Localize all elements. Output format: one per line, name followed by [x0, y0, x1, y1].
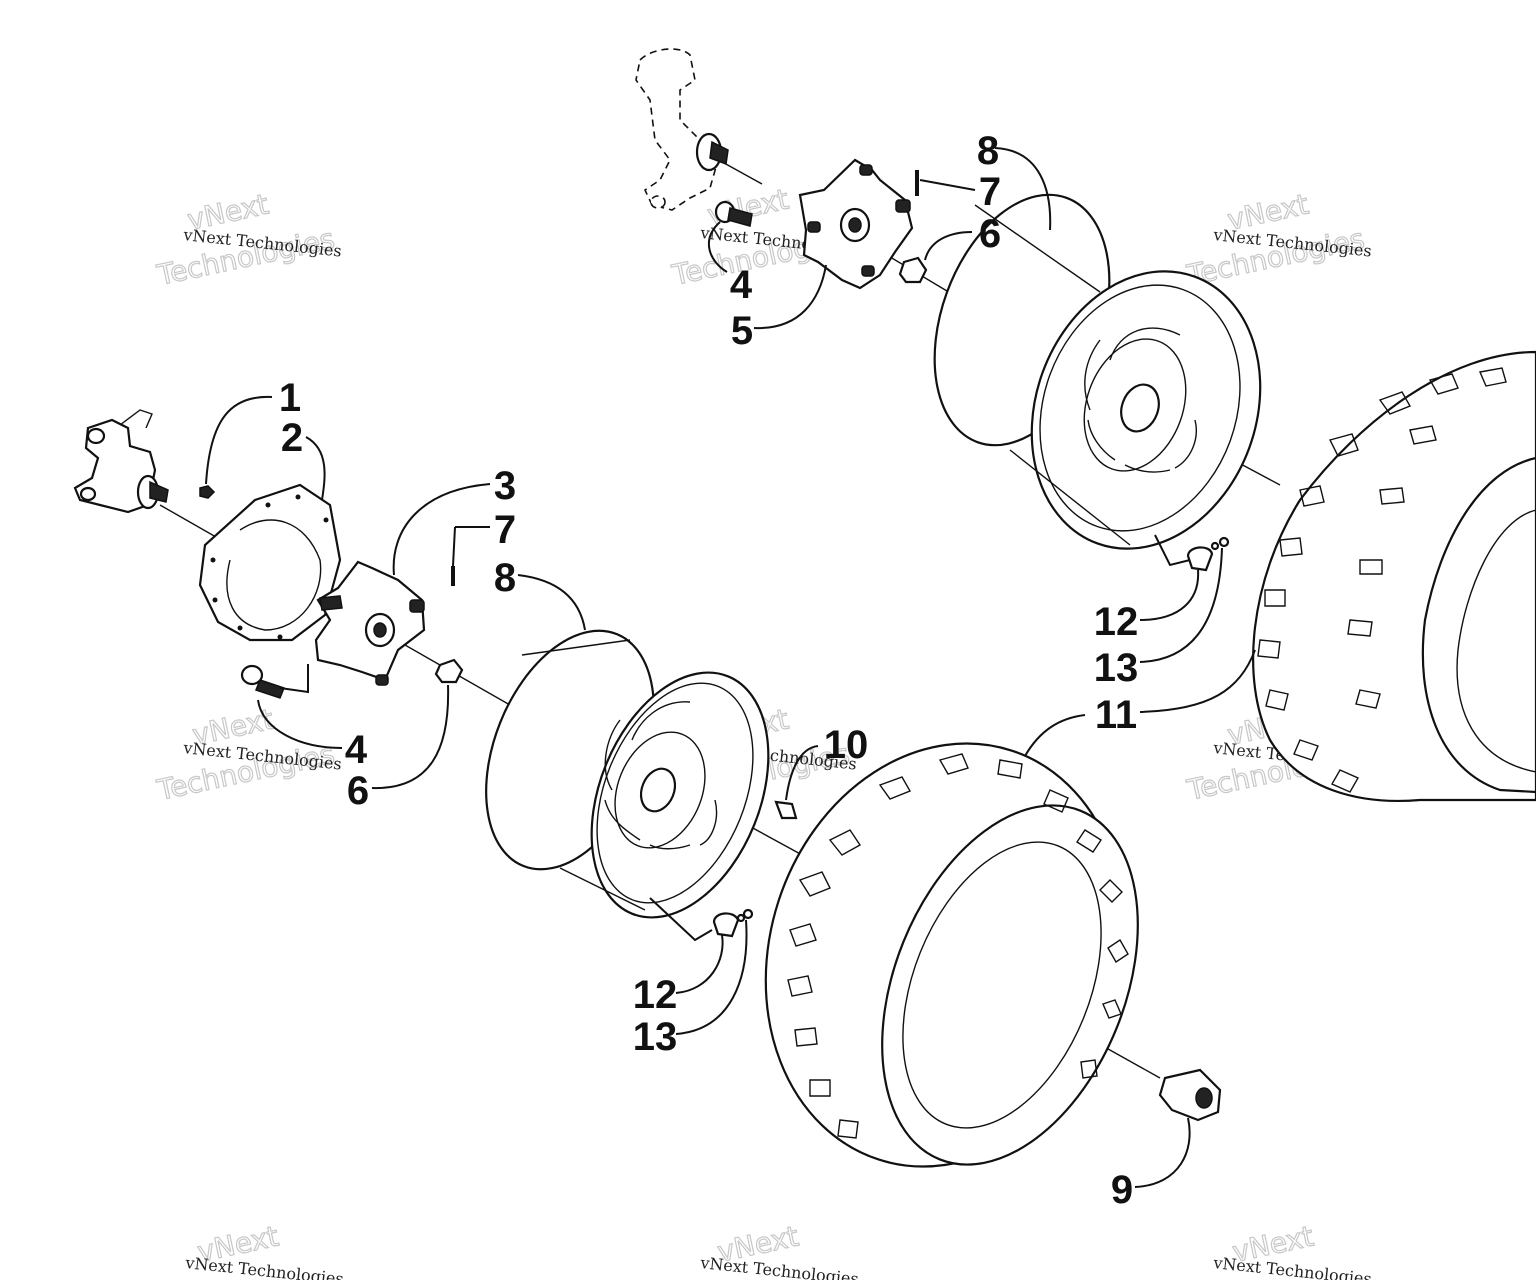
tire-tread-upper [1257, 367, 1507, 793]
watermark-middle-left: vNext Technologies vNext Technologies [153, 702, 343, 808]
callout-8-upper: 8 [977, 129, 999, 173]
steering-knuckle-left [73, 409, 169, 514]
leader-lines [205, 147, 1256, 1188]
tire-part-11-lower [764, 742, 1139, 1168]
callout-2: 2 [281, 416, 303, 460]
callout-6-upper: 6 [979, 212, 1001, 256]
watermark-small-text: vNext Technologies [699, 1253, 860, 1280]
tire-tread-lower [787, 753, 1129, 1139]
callout-8-left: 8 [494, 556, 516, 600]
callout-12-upper: 12 [1094, 600, 1139, 644]
castle-nut-part-6-left [434, 658, 464, 684]
brake-disc-part-2 [198, 483, 342, 642]
callout-4-left: 4 [345, 728, 368, 772]
watermark-bottom-left: vNext vNext Technologies [184, 1219, 345, 1280]
hub-cap-part-9 [1158, 1068, 1222, 1122]
wheel-hub-part-5 [798, 158, 914, 290]
valve-stem-part-12-left [712, 912, 740, 938]
valve-cap-part-10 [774, 800, 798, 820]
callout-12-lower: 12 [633, 973, 678, 1017]
bolt-part-1 [199, 485, 216, 499]
steering-knuckle-upper [635, 48, 729, 211]
valve-core-part-13-upper [1210, 536, 1230, 551]
callout-7-left: 7 [494, 508, 516, 552]
callout-11: 11 [1095, 693, 1137, 737]
wheel-rim-part-8-upper [933, 193, 1262, 550]
wheel-rim-part-8-left [485, 629, 770, 919]
watermark-bottom-center: vNext vNext Technologies [699, 1219, 860, 1280]
watermark-bottom-right: vNext vNext Technologies [1212, 1219, 1373, 1280]
callout-10: 10 [824, 723, 869, 767]
callout-9: 9 [1111, 1168, 1133, 1212]
bolt-part-4-upper [714, 200, 753, 227]
tire-part-11-upper [1252, 350, 1536, 802]
callout-3: 3 [494, 464, 516, 508]
callout-4-upper: 4 [730, 263, 753, 307]
watermark-top-right: vNext Technologies vNext Technologies [1183, 187, 1373, 293]
callout-7-upper: 7 [979, 170, 1001, 214]
callout-6-left: 6 [347, 769, 369, 813]
bolt-part-4-left [240, 664, 285, 699]
watermark-top-left: vNext Technologies vNext Technologies [153, 187, 343, 293]
valve-stem-part-12-upper [1186, 546, 1214, 572]
callout-numbers: 1 2 3 7 8 4 6 10 8 7 6 4 5 12 13 11 12 1… [279, 129, 1138, 1212]
callout-5: 5 [731, 309, 753, 353]
callout-1: 1 [279, 376, 301, 420]
castle-nut-part-6-upper [898, 256, 928, 284]
callout-13-upper: 13 [1094, 646, 1139, 690]
valve-core-part-13-left [736, 908, 754, 923]
watermark-small-text: vNext Technologies [184, 1253, 345, 1280]
wheel-hub-part-3 [314, 560, 426, 686]
watermark-small-text: vNext Technologies [1212, 1253, 1373, 1280]
callout-13-lower: 13 [633, 1015, 678, 1059]
